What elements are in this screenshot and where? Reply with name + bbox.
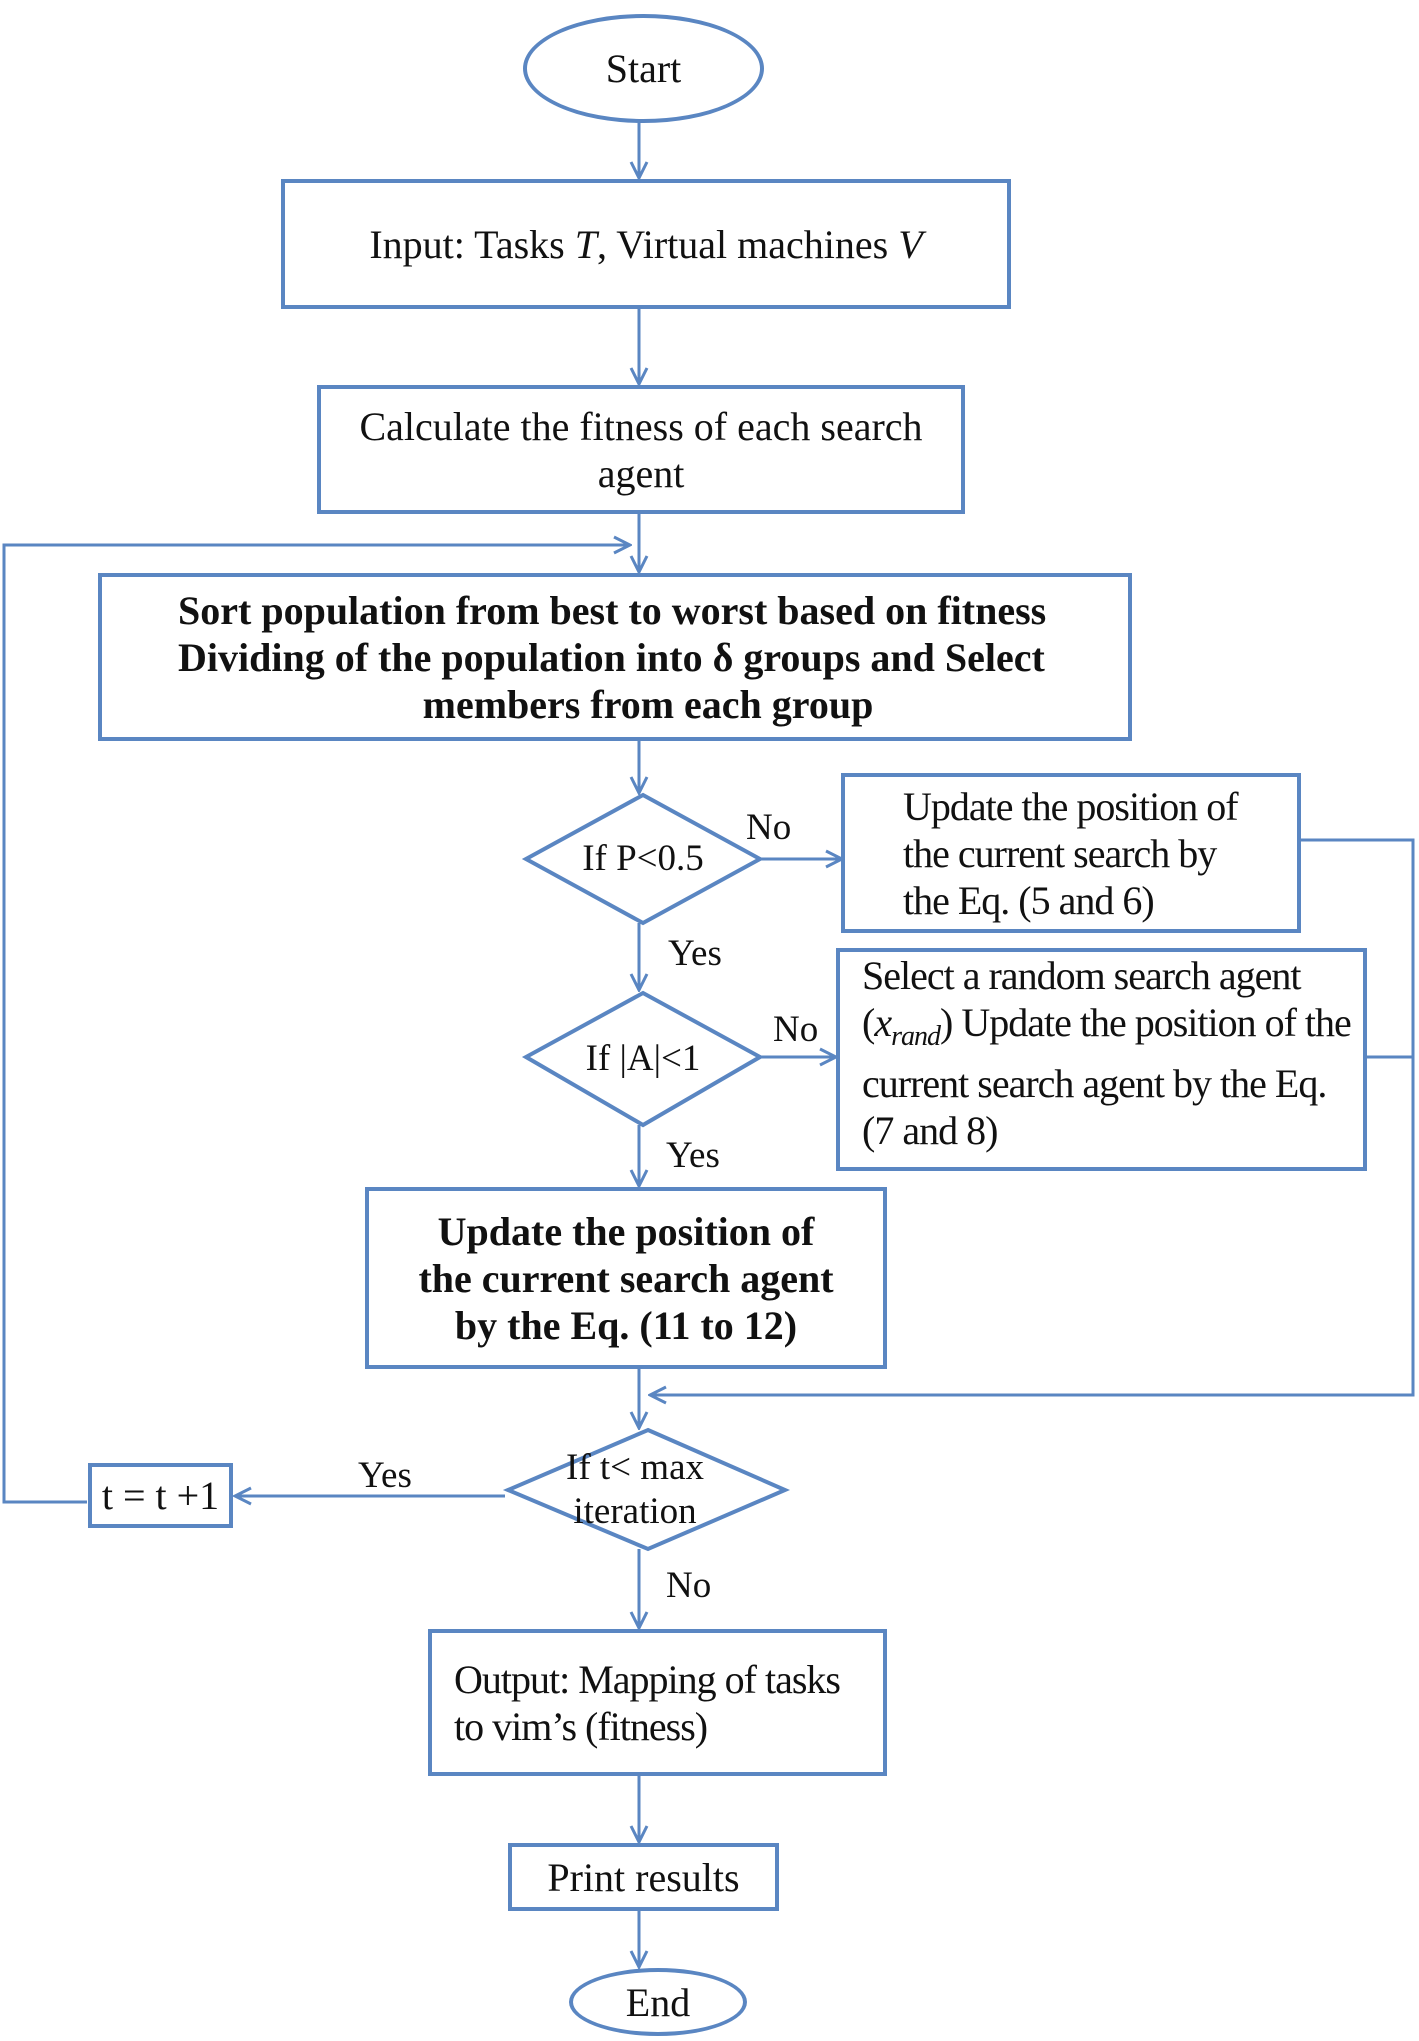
- sort-line-3: members from each group: [422, 681, 874, 727]
- sort-box: Sort population from best to worst based…: [98, 573, 1132, 741]
- decision-a-shape: [521, 990, 765, 1128]
- decision-t-label: If t< max iteration: [566, 1447, 704, 1532]
- update-eq-11-12-box: Update the position of the current searc…: [365, 1187, 887, 1369]
- decision-p-label: If P<0.5: [582, 838, 704, 879]
- connector-right-loop: [650, 838, 1415, 1395]
- label-p-yes: Yes: [668, 933, 722, 974]
- fitness-label: Calculate the fitness of each search age…: [359, 403, 923, 496]
- print-results-label: Print results: [547, 1854, 740, 1900]
- random-agent-box: Select a random search agent (xrand) Upd…: [836, 948, 1367, 1171]
- increment-label: t = t +1: [101, 1473, 220, 1518]
- label-t-yes: Yes: [358, 1455, 412, 1496]
- sort-line-2: Dividing of the population into δ groups…: [178, 634, 1045, 680]
- update-eq-5-6-label: Update the position of the current searc…: [903, 783, 1239, 923]
- connector-left-loop: [2, 545, 630, 1504]
- decision-a-label: If |A|<1: [585, 1038, 701, 1079]
- label-p-no: No: [746, 807, 792, 848]
- label-a-yes: Yes: [666, 1135, 720, 1176]
- decision-t: If t< max iteration: [555, 1445, 715, 1535]
- output-label: Output: Mapping of tasks to vim’s (fitne…: [454, 1656, 841, 1749]
- end-label: End: [625, 1979, 691, 2025]
- output-box: Output: Mapping of tasks to vim’s (fitne…: [428, 1629, 887, 1776]
- decision-p-shape: [521, 792, 765, 926]
- start-label: Start: [605, 46, 682, 91]
- decision-a: If |A|<1: [540, 1030, 746, 1088]
- input-box: Input: Tasks T, Virtual machines V: [281, 179, 1011, 309]
- end-terminal: End: [569, 1968, 747, 2036]
- decision-t-shape: [502, 1427, 791, 1552]
- increment-box: t = t +1: [88, 1463, 233, 1528]
- print-results-box: Print results: [508, 1843, 779, 1911]
- sort-line-1: Sort population from best to worst based…: [178, 587, 1047, 633]
- random-agent-label: Select a random search agent (xrand) Upd…: [862, 953, 1352, 1153]
- fitness-box: Calculate the fitness of each search age…: [317, 385, 965, 514]
- input-label: Input: Tasks T, Virtual machines V: [369, 221, 923, 267]
- update-eq-11-12-label: Update the position of the current searc…: [418, 1208, 834, 1348]
- label-a-no: No: [773, 1009, 819, 1050]
- start-terminal: Start: [523, 14, 764, 123]
- decision-p: If P<0.5: [540, 830, 746, 888]
- label-t-no: No: [666, 1565, 712, 1606]
- update-eq-5-6-box: Update the position of the current searc…: [841, 773, 1301, 933]
